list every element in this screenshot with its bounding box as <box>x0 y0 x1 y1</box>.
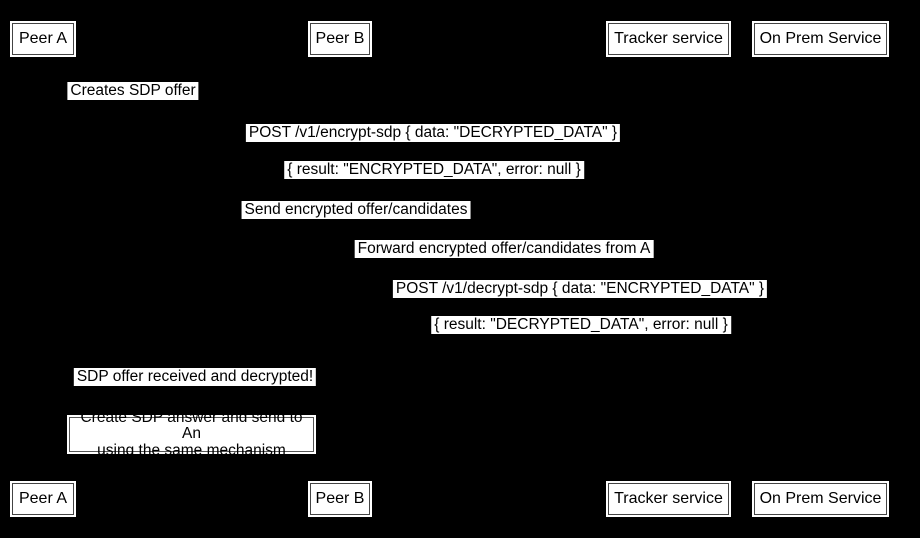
msg-forward-encrypted-offer: Forward encrypted offer/candidates from … <box>354 240 654 258</box>
msg-result-decrypted-data: { result: "DECRYPTED_DATA", error: null … <box>431 316 731 334</box>
lifeline-peer-a <box>43 57 44 481</box>
participant-on-prem-service-top: On Prem Service <box>754 23 887 55</box>
participant-label: Tracker service <box>614 30 723 47</box>
participant-peer-a-top: Peer A <box>12 23 74 55</box>
participant-peer-b-bottom: Peer B <box>310 483 370 515</box>
participant-label: Peer B <box>315 490 365 507</box>
lifeline-peer-b <box>340 57 341 481</box>
note-line-2: using the same mechanism <box>97 441 286 459</box>
participant-label: On Prem Service <box>759 490 882 507</box>
participant-label: Peer B <box>315 30 365 47</box>
participant-label: On Prem Service <box>759 30 882 47</box>
participant-label: Peer A <box>18 30 68 47</box>
participant-label: Peer A <box>18 490 68 507</box>
lifeline-on-prem-service <box>820 57 821 481</box>
msg-post-encrypt-sdp: POST /v1/encrypt-sdp { data: "DECRYPTED_… <box>245 124 621 142</box>
note-create-sdp-answer: Create SDP answer and send to An using t… <box>69 409 314 458</box>
participant-label: Tracker service <box>614 490 723 507</box>
participant-peer-b-top: Peer B <box>310 23 370 55</box>
msg-result-encrypted-data: { result: "ENCRYPTED_DATA", error: null … <box>284 161 584 179</box>
participant-on-prem-service-bottom: On Prem Service <box>754 483 887 515</box>
msg-sdp-offer-received: SDP offer received and decrypted! <box>73 368 317 386</box>
participant-tracker-service-top: Tracker service <box>608 23 729 55</box>
participant-peer-a-bottom: Peer A <box>12 483 74 515</box>
msg-creates-sdp-offer: Creates SDP offer <box>67 82 199 100</box>
msg-send-encrypted-offer: Send encrypted offer/candidates <box>241 201 471 219</box>
msg-post-decrypt-sdp: POST /v1/decrypt-sdp { data: "ENCRYPTED_… <box>392 280 768 298</box>
note-line-1: Create SDP answer and send to An <box>80 408 303 443</box>
lifeline-tracker-service <box>668 57 669 481</box>
participant-tracker-service-bottom: Tracker service <box>608 483 729 515</box>
